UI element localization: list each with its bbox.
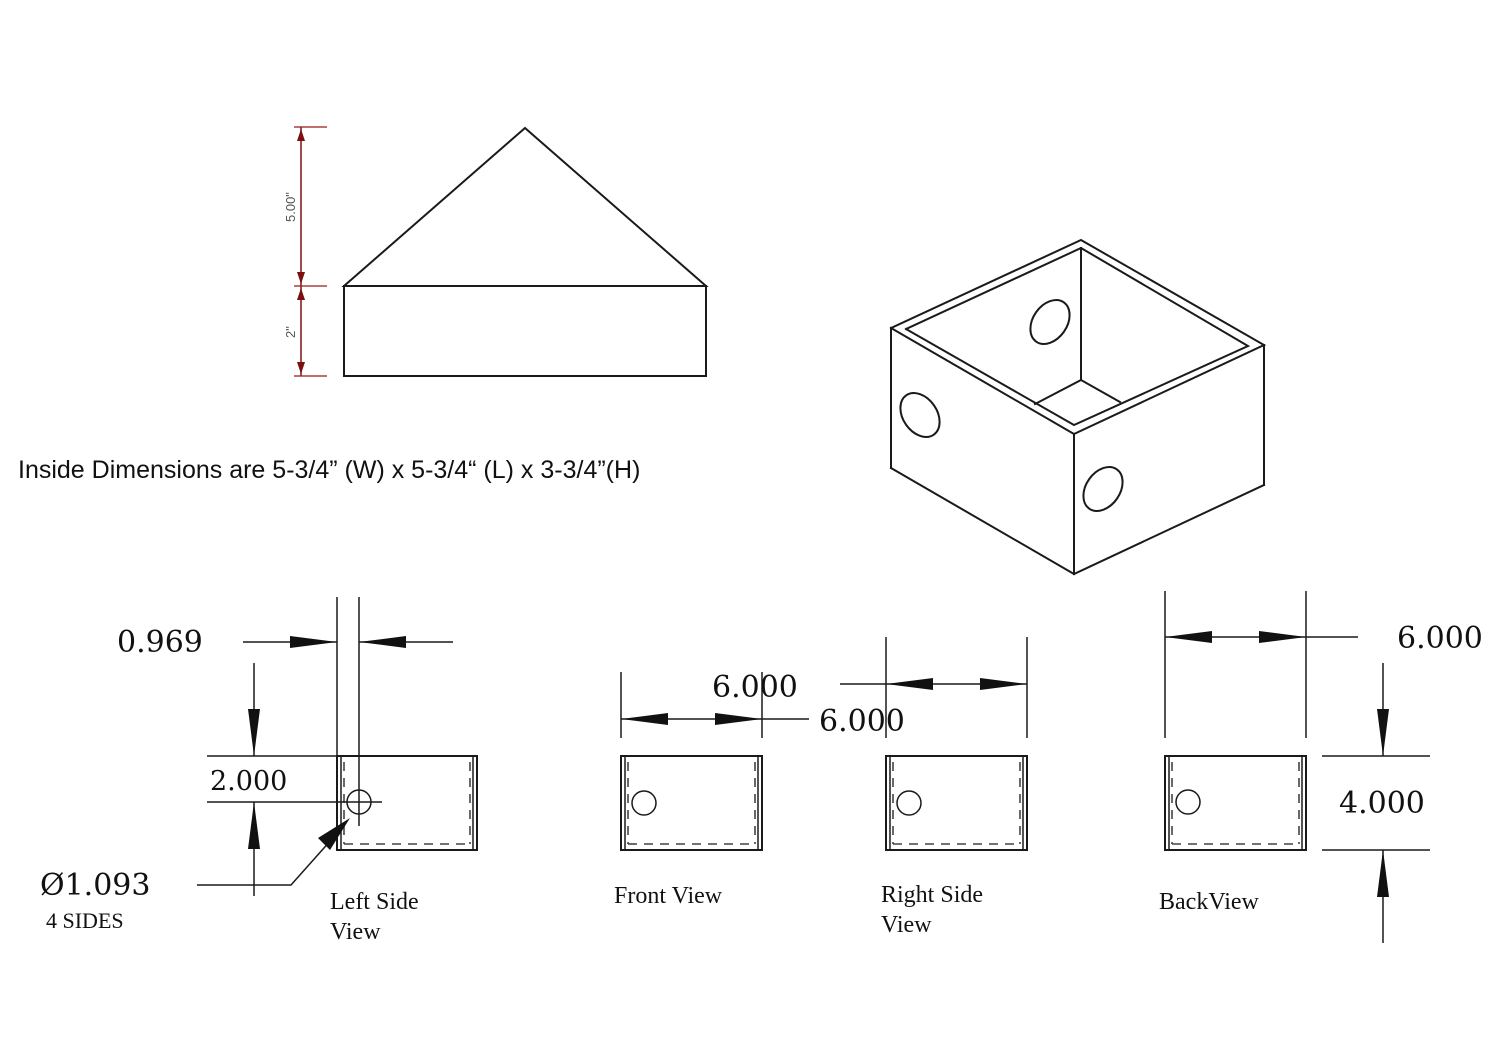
cap-triangle [341,126,709,287]
cap-base-rect [343,285,707,377]
hole-circle [896,790,922,816]
hole-note: 4 SIDES [46,908,124,933]
hole-right-wall [1082,466,1124,512]
front-view-label: Front View [614,883,723,909]
dim-hole-offset-x: 0.969 [117,625,203,660]
dim-hole-offset-y: 2.000 [210,766,287,797]
inside-dimensions-note: Inside Dimensions are 5-3/4” (W) x 5-3/4… [18,456,640,484]
dim-back-width: 6.000 [1397,621,1483,656]
dim-right-width: 6.000 [819,704,905,739]
left-side-view-label-2: View [330,919,381,945]
back-view-label: BackView [1159,889,1260,915]
hole-left-wall [899,392,941,438]
dim-back-height: 4.000 [1339,786,1425,821]
dim-hole-diameter: Ø1.093 [40,868,150,903]
right-side-view: 6.000 Right Side View [819,637,1028,938]
right-side-view-label: Right Side [881,882,983,908]
hole-circle [631,790,657,816]
right-side-view-label-2: View [881,912,932,938]
left-side-view: 0.969 2.000 Ø1.093 4 SIDES Left Side Vie… [40,597,478,945]
isometric-box [889,238,1267,576]
front-view: 6.000 Front View [614,670,809,909]
dim-cap-height: 5.00" [283,192,298,222]
top-elevation: 5.00" 2" [283,126,709,377]
left-side-view-label: Left Side [330,889,419,915]
dim-front-width: 6.000 [712,670,798,705]
hole-circle [1175,789,1201,815]
back-view: 6.000 4.000 BackView [1159,591,1483,943]
hole-back-wall [1029,299,1071,345]
dim-base-height: 2" [283,326,298,338]
